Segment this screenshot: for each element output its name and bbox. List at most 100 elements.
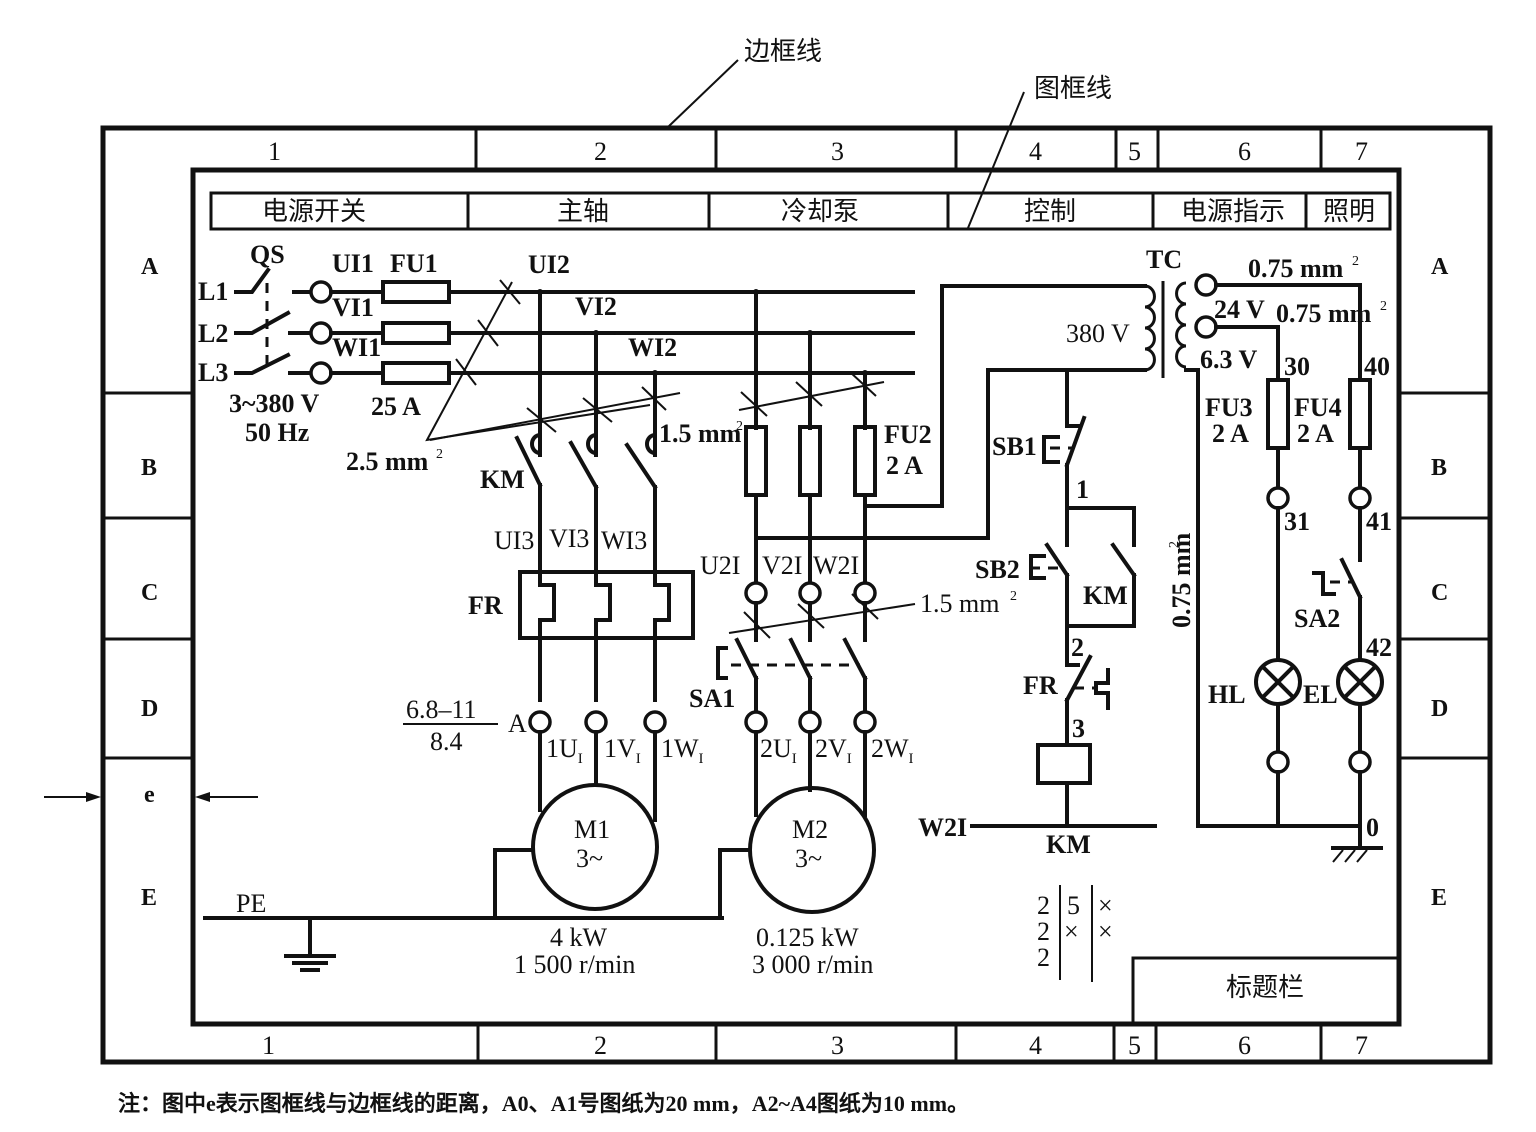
row-label: B xyxy=(1431,455,1447,481)
chassis-ground-icon xyxy=(1331,846,1383,863)
km-aux-label: KM xyxy=(1083,581,1128,610)
motor-m1-speed: 1 500 r/min xyxy=(514,950,635,979)
svg-text:2: 2 xyxy=(736,419,743,434)
margin-e-arrows xyxy=(44,792,258,802)
coil-feed-label: W2I xyxy=(918,813,967,842)
svg-text:×: × xyxy=(1098,891,1113,920)
arrow-right-icon xyxy=(86,792,101,802)
svg-text:2: 2 xyxy=(1037,943,1050,972)
wire-tag: VI1 xyxy=(332,293,374,322)
cross-section-vertical: 0.75 mm 2 xyxy=(1167,532,1196,628)
terminal-icon xyxy=(853,710,877,734)
terminal-icon xyxy=(798,581,822,605)
footnote: 注：图中e表示图框线与边框线的距离，A0、A1号图纸为20 mm，A2~A4图纸… xyxy=(118,1091,970,1116)
node-label: 3 xyxy=(1072,714,1085,743)
fr-setting-unit: A xyxy=(508,709,527,738)
sb2-label: SB2 xyxy=(975,555,1020,584)
node-label: 41 xyxy=(1366,507,1392,536)
motor-m2-phase: 3~ xyxy=(795,844,822,873)
svg-text:2: 2 xyxy=(1352,254,1359,269)
node-label: 42 xyxy=(1366,633,1392,662)
column-zone-bottom: 1 2 3 4 5 6 7 xyxy=(262,1024,1368,1062)
fuse-icon xyxy=(853,425,877,497)
coolant-pump-section: FU2 2 A U2I V2I W2I 1.5 mm 2 SA1 2UI 2V xyxy=(689,289,1017,979)
ground-icon xyxy=(284,916,336,972)
column-label: 2 xyxy=(594,1031,607,1060)
motor-terminal: 2VI xyxy=(815,734,852,767)
terminal-icon xyxy=(744,581,768,605)
motor-terminal: 2WI xyxy=(871,734,914,767)
frame-line-label: 图框线 xyxy=(1034,74,1112,103)
svg-text:2: 2 xyxy=(1037,891,1050,920)
wire-tag: W2I xyxy=(813,551,859,580)
svg-text:2: 2 xyxy=(1010,589,1017,604)
wire-tag: U2I xyxy=(700,551,740,580)
row-label: E xyxy=(141,885,157,911)
terminal-icon xyxy=(1266,750,1290,774)
column-label: 7 xyxy=(1355,1031,1368,1060)
svg-text:0.75 mm: 0.75 mm xyxy=(1167,532,1196,628)
column-label: 4 xyxy=(1029,1031,1042,1060)
border-frame xyxy=(100,125,1493,1065)
secondary-6v3: 6.3 V xyxy=(1200,345,1258,374)
column-label: 6 xyxy=(1238,1031,1251,1060)
fr-label: FR xyxy=(468,591,503,620)
row-label: D xyxy=(1431,696,1448,722)
fu2-rating: 2 A xyxy=(886,451,923,480)
fu4-rating: 2 A xyxy=(1297,419,1334,448)
fuse-icon xyxy=(1266,378,1290,450)
motor-terminal: 1UI xyxy=(546,734,583,767)
wire-tag: UI1 xyxy=(332,249,374,278)
arrow-left-icon xyxy=(195,792,210,802)
km-coil-label: KM xyxy=(1046,830,1091,859)
row-label: D xyxy=(141,696,158,722)
terminal-icon xyxy=(1194,273,1218,297)
row-label: A xyxy=(1431,254,1449,280)
node-label: 30 xyxy=(1284,352,1310,381)
title-block-label: 标题栏 xyxy=(1226,973,1304,1002)
lamp-el-label: EL xyxy=(1303,680,1338,709)
border-line-callout: 边框线 xyxy=(667,37,822,128)
cross-section-indicator-2: 0.75 mm xyxy=(1276,299,1372,328)
terminal-icon xyxy=(1266,486,1290,510)
supply-frequency: 50 Hz xyxy=(245,418,309,447)
terminal-icon xyxy=(643,710,667,734)
sa1-label: SA1 xyxy=(689,684,735,713)
function-label-spindle: 主轴 xyxy=(557,197,609,226)
supply-voltage: 3~380 V xyxy=(229,389,320,418)
lamp-hl-label: HL xyxy=(1208,680,1246,709)
svg-text:2: 2 xyxy=(1167,541,1182,548)
frame-line-callout: 图框线 xyxy=(967,74,1112,229)
phase-label-l1: L1 xyxy=(198,277,228,306)
terminal-icon xyxy=(1194,315,1218,339)
terminal-icon xyxy=(584,710,608,734)
margin-e-label: e xyxy=(144,782,155,808)
motor-m2-label: M2 xyxy=(792,815,828,844)
lamp-el-icon xyxy=(1336,658,1384,706)
motor-m1-label: M1 xyxy=(574,815,610,844)
motor-m2-power: 0.125 kW xyxy=(756,923,859,952)
terminal-icon xyxy=(309,321,333,345)
terminal-icon xyxy=(528,710,552,734)
motor-terminal: 2UI xyxy=(760,734,797,767)
function-bar: 电源开关 主轴 冷却泵 控制 电源指示 照明 xyxy=(209,191,1392,231)
terminal-icon xyxy=(309,361,333,385)
column-label: 5 xyxy=(1128,1031,1141,1060)
column-zone-top: 1 2 3 4 5 6 7 xyxy=(268,128,1368,170)
svg-text:5: 5 xyxy=(1067,891,1080,920)
secondary-24v: 24 V xyxy=(1214,295,1265,324)
wire-tag: VI3 xyxy=(549,524,589,553)
fuse-icon xyxy=(1348,378,1372,450)
wire-tag: WI2 xyxy=(628,333,677,362)
fuse-icon xyxy=(381,280,451,304)
tc-label: TC xyxy=(1146,245,1182,274)
tc-primary-voltage: 380 V xyxy=(1066,319,1130,348)
row-label: E xyxy=(1431,885,1447,911)
node-label: 1 xyxy=(1076,475,1089,504)
pe-label: PE xyxy=(236,889,266,918)
wire-tag: V2I xyxy=(762,551,802,580)
fuse-icon xyxy=(381,361,451,385)
fu4-label: FU4 xyxy=(1294,393,1342,422)
row-label: B xyxy=(141,455,157,481)
